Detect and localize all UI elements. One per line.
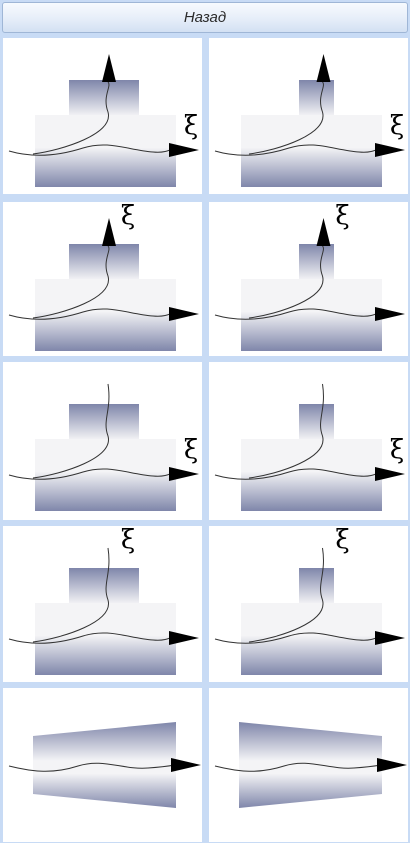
branch-flow-arrow <box>316 54 331 82</box>
flow-line <box>8 762 176 772</box>
branch-duct <box>69 404 139 440</box>
main-flow-arrow <box>375 467 405 481</box>
branch-duct <box>69 244 139 280</box>
schematic-drawing: ξ <box>214 526 405 675</box>
branch-duct <box>69 568 139 604</box>
branch-duct <box>299 80 334 116</box>
branch-duct <box>69 80 139 116</box>
branch-flow-line <box>32 383 110 479</box>
branch-flow-line <box>248 81 324 155</box>
main-flow-arrow <box>375 143 405 157</box>
schematic-cell[interactable]: ξ <box>209 38 408 194</box>
diffuser-duct <box>33 722 176 808</box>
main-flow-line <box>8 632 176 644</box>
schematic-cell[interactable] <box>3 688 202 842</box>
xi-symbol: ξ <box>184 111 198 141</box>
schematic-drawing <box>8 722 201 808</box>
schematic-drawing: ξ <box>214 202 405 351</box>
main-flow-arrow <box>169 307 199 321</box>
flow-line <box>214 762 382 772</box>
branch-flow-line <box>32 547 110 643</box>
schematic-drawing: ξ <box>214 54 405 187</box>
branch-flow-arrow <box>316 218 331 246</box>
branch-flow-line <box>32 245 110 319</box>
main-duct <box>35 115 176 187</box>
branch-duct <box>299 244 334 280</box>
main-flow-line <box>214 144 382 156</box>
branch-duct <box>299 568 334 604</box>
schematic-drawing: ξ <box>8 54 199 187</box>
main-flow-line <box>8 468 176 480</box>
main-flow-arrow <box>169 631 199 645</box>
xi-symbol: ξ <box>335 202 349 231</box>
schematic-drawing: ξ <box>8 383 199 511</box>
schematic-cell[interactable]: ξ <box>209 526 408 682</box>
schematic-cell[interactable]: ξ <box>209 362 408 520</box>
main-flow-arrow <box>375 631 405 645</box>
schematic-drawing: ξ <box>8 202 199 351</box>
main-flow-line <box>214 632 382 644</box>
schematic-drawing: ξ <box>214 383 405 511</box>
branch-flow-line <box>248 383 324 479</box>
xi-symbol: ξ <box>121 526 135 555</box>
schematic-cell[interactable]: ξ <box>3 362 202 520</box>
main-duct <box>35 439 176 511</box>
schematic-cell[interactable]: ξ <box>3 202 202 356</box>
main-flow-arrow <box>169 467 199 481</box>
main-flow-line <box>8 144 176 156</box>
flow-arrow <box>377 758 407 772</box>
main-flow-arrow <box>169 143 199 157</box>
schematic-cell[interactable]: ξ <box>3 526 202 682</box>
xi-symbol: ξ <box>121 202 135 231</box>
confuser-duct <box>239 722 382 808</box>
branch-flow-line <box>32 81 110 155</box>
schematic-cell[interactable] <box>209 688 408 842</box>
main-duct <box>241 439 382 511</box>
branch-flow-line <box>248 547 324 643</box>
main-flow-line <box>214 308 382 320</box>
xi-symbol: ξ <box>390 111 404 141</box>
branch-flow-arrow <box>102 54 116 82</box>
back-button[interactable]: Назад <box>2 2 408 33</box>
xi-symbol: ξ <box>184 435 198 465</box>
main-flow-line <box>214 468 382 480</box>
branch-flow-line <box>248 245 324 319</box>
branch-flow-arrow <box>102 218 116 246</box>
schematic-cell[interactable]: ξ <box>209 202 408 356</box>
main-duct <box>35 279 176 351</box>
flow-arrow <box>171 758 201 772</box>
main-flow-arrow <box>375 307 405 321</box>
main-duct <box>241 115 382 187</box>
xi-symbol: ξ <box>390 435 404 465</box>
schematic-drawing <box>214 722 407 808</box>
main-duct <box>35 603 176 675</box>
branch-duct <box>299 404 334 440</box>
schematic-drawing: ξ <box>8 526 199 675</box>
main-duct <box>241 603 382 675</box>
main-flow-line <box>8 308 176 320</box>
schematic-cell[interactable]: ξ <box>3 38 202 194</box>
xi-symbol: ξ <box>335 526 349 555</box>
main-duct <box>241 279 382 351</box>
